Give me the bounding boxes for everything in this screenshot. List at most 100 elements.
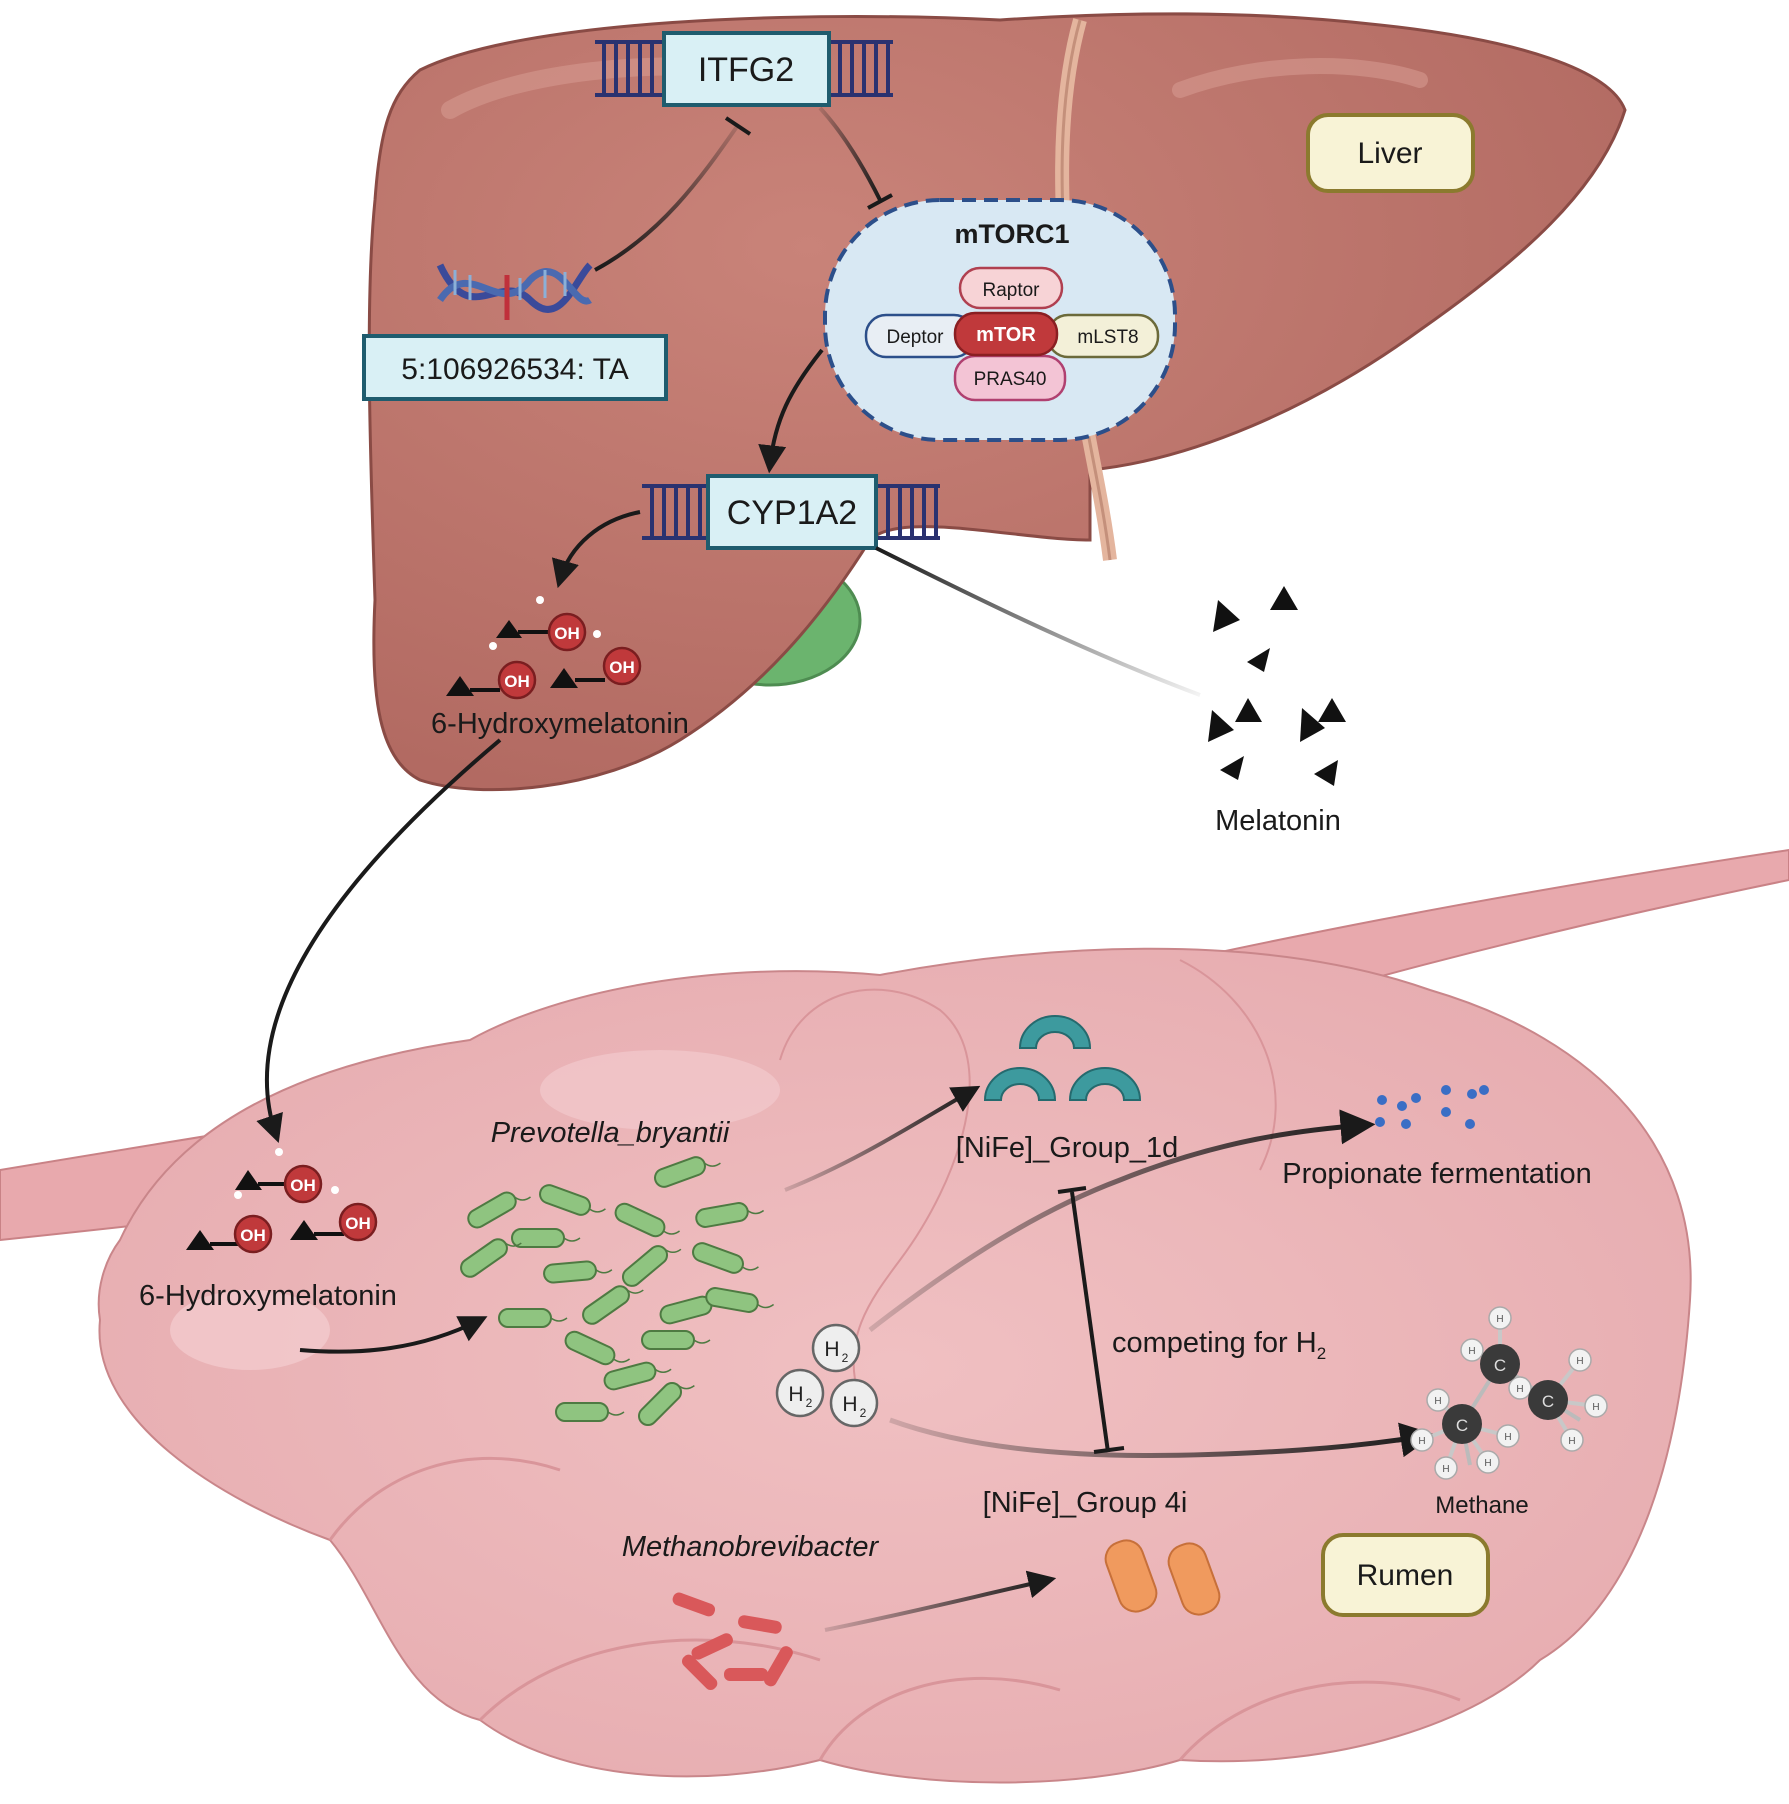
hydrogen-atom xyxy=(1476,1450,1500,1474)
h2-molecules: H 2 H 2 H 2 xyxy=(775,1323,879,1428)
hydroxymelatonin-rumen-label: 6-Hydroxymelatonin xyxy=(139,1280,397,1312)
hydrogen-atom-label: H xyxy=(1568,1436,1575,1447)
raptor-label: Raptor xyxy=(982,280,1040,301)
cyp1a2-label: CYP1A2 xyxy=(727,494,857,532)
rumen-body xyxy=(97,947,1692,1784)
hydrogen-atom xyxy=(1584,1394,1608,1418)
flagellum xyxy=(664,1248,682,1254)
dna-helix-icon xyxy=(436,262,593,320)
bacterium-rod xyxy=(641,1330,695,1350)
h2-icon: H 2 xyxy=(811,1323,861,1373)
nife-group4i-enzyme: [NiFe]_Group 4i xyxy=(983,1487,1221,1616)
dna-ladder-right xyxy=(873,484,940,540)
h2-to-propionate-arrow xyxy=(868,1109,1376,1332)
white-dot xyxy=(489,596,601,650)
activation-cyp1a2-metabolite xyxy=(551,510,641,589)
prevotella-cluster: Prevotella_bryantii xyxy=(460,1117,775,1427)
melatonin-link xyxy=(875,546,1201,697)
raptor-subunit xyxy=(958,266,1064,310)
bacterium-rod xyxy=(543,1260,597,1284)
prevotella-to-group1d-arrow xyxy=(784,1085,981,1192)
svg-text:OH: OH xyxy=(290,1176,316,1195)
svg-text:2: 2 xyxy=(860,1406,867,1420)
dna-ladder-right xyxy=(825,40,893,97)
group1d-label: [NiFe]_Group_1d xyxy=(956,1132,1178,1164)
flagellum xyxy=(703,1162,721,1167)
nife-group1d-enzyme: [NiFe]_Group_1d xyxy=(956,1015,1178,1164)
flagellum xyxy=(514,1196,531,1201)
activation-mtorc1-cyp1a2 xyxy=(758,348,824,474)
snp-label: 5:106926534: TA xyxy=(401,353,628,386)
methane-label: Methane xyxy=(1435,1492,1528,1519)
flagellum xyxy=(663,1230,681,1235)
flagellum xyxy=(595,1269,613,1274)
rumen-organ xyxy=(0,848,1789,1784)
flagellum xyxy=(626,1289,644,1294)
flagellum xyxy=(741,1266,759,1271)
h2-icon: H 2 xyxy=(775,1368,825,1418)
cyp1a2-gene: CYP1A2 xyxy=(642,474,940,550)
svg-text:C: C xyxy=(1542,1392,1554,1411)
svg-text:C: C xyxy=(1494,1356,1506,1375)
dna-ladder-left xyxy=(642,484,712,540)
svg-text:H: H xyxy=(788,1383,803,1406)
hydrogen-atom-label: H xyxy=(1468,1346,1475,1357)
svg-text:OH: OH xyxy=(554,624,580,643)
hydrogen-atom xyxy=(1460,1338,1484,1362)
carbon-atom: C xyxy=(1442,1404,1482,1444)
flagellum xyxy=(504,1242,522,1247)
hydroxymelatonin-cluster-rumen: OH OH OH 6-Hydroxymelatonin xyxy=(139,1148,397,1312)
regulation-arrows xyxy=(256,106,1201,1143)
hydrogen-atom-label: H xyxy=(1516,1384,1523,1395)
competing-inhibition-bar xyxy=(1070,1191,1110,1453)
rumen-tag-text: Rumen xyxy=(1357,1559,1454,1592)
methanobrevibacter-label: Methanobrevibacter xyxy=(622,1531,880,1563)
svg-text:OH: OH xyxy=(504,672,530,691)
rumen-arrows xyxy=(299,1085,1436,1632)
flagellum xyxy=(607,1411,625,1416)
rumen-highlight xyxy=(540,1050,780,1130)
hydrogen-atom xyxy=(1496,1424,1520,1448)
competing-annotation: competing for H2 xyxy=(1112,1327,1326,1363)
flagellum xyxy=(550,1317,568,1322)
pras40-label: PRAS40 xyxy=(974,369,1047,390)
hydrogen-atom xyxy=(1426,1388,1450,1412)
flagellum xyxy=(654,1368,672,1374)
svg-text:C: C xyxy=(1456,1416,1468,1435)
metabolite-to-prevotella-arrow xyxy=(299,1316,488,1354)
rumen-fold xyxy=(478,1638,821,1722)
flagellum xyxy=(613,1358,631,1363)
oh-group-icon: OH OH OH xyxy=(233,1164,378,1254)
hydrogen-atom xyxy=(1560,1428,1584,1452)
rumen-highlight xyxy=(170,1290,330,1370)
hydrogen-atom-label: H xyxy=(1434,1396,1441,1407)
svg-text:2: 2 xyxy=(806,1396,813,1410)
svg-text:OH: OH xyxy=(345,1214,371,1233)
inhibition-snp-itfg2 xyxy=(594,123,740,272)
h2-to-methane-arrow xyxy=(889,1417,1436,1459)
h2-icon: H 2 xyxy=(829,1378,879,1428)
propionate-group: Propionate fermentation xyxy=(1282,1085,1592,1190)
mtor-core xyxy=(953,311,1059,357)
hydroxymelatonin-liver-label: 6-Hydroxymelatonin xyxy=(431,708,689,740)
bacteria-rods xyxy=(460,1156,775,1427)
propionate-label: Propionate fermentation xyxy=(1282,1158,1592,1190)
bacterium-rod xyxy=(498,1308,552,1328)
melatonin-triangle-icon xyxy=(446,620,578,696)
liver-tag-text: Liver xyxy=(1357,137,1422,170)
flagellum xyxy=(563,1237,581,1242)
dna-ladder-left xyxy=(595,40,668,97)
hydrogen-atom xyxy=(1410,1428,1434,1452)
flagellum xyxy=(757,1303,775,1309)
archaea-rods xyxy=(672,1592,793,1691)
hydrogen-atom-label: H xyxy=(1496,1314,1503,1325)
competing-label: competing for H2 xyxy=(1112,1327,1326,1363)
svg-text:H: H xyxy=(842,1393,857,1416)
itfg2-gene: ITFG2 xyxy=(595,31,893,107)
oh-group-icon: OH OH OH xyxy=(497,612,642,700)
prevotella-label: Prevotella_bryantii xyxy=(491,1117,731,1149)
hydrogen-atom xyxy=(1508,1376,1532,1400)
hydrogen-atom-label: H xyxy=(1504,1432,1511,1443)
